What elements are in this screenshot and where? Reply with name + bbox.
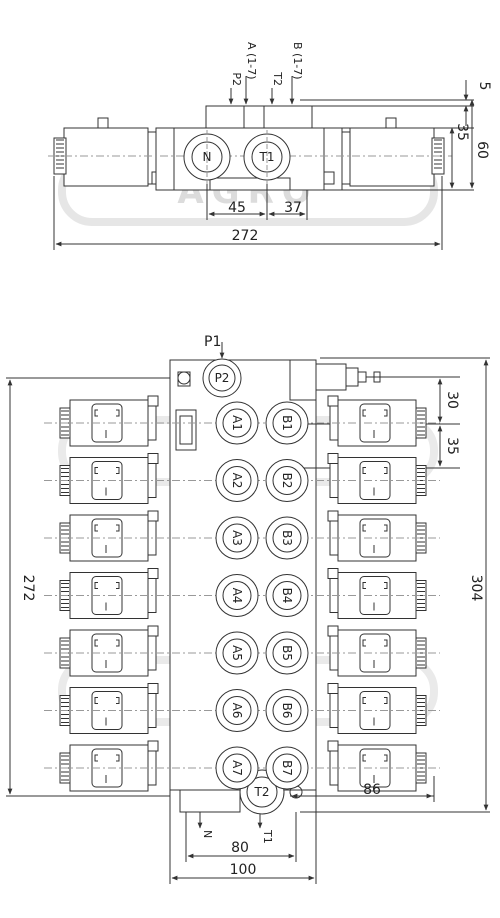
valve-section: A3 B3 [44,510,440,562]
port-a-label: A6 [230,703,244,719]
port-b: B2 [265,459,309,502]
label-t2-top: T2 [271,71,284,86]
port-b: B4 [265,574,309,617]
top-port-n: N [203,150,212,164]
dim-100: 100 [230,862,257,878]
dim-60: 60 [474,141,490,159]
port-b: B6 [265,689,309,732]
port-a: A6 [215,689,259,732]
port-b-label: B3 [280,530,294,546]
port-a-label: A3 [230,530,244,546]
port-b-label: B1 [280,415,294,431]
port-a: A7 [215,746,259,790]
dim-37: 37 [284,200,302,216]
dim-272-front: 272 [20,575,36,602]
label-a-top: A (1-7) [245,42,258,80]
dim-80: 80 [231,840,249,856]
front-port-t2: T2 [254,785,270,799]
port-b: B3 [265,516,309,560]
port-a-label: A4 [230,588,244,604]
port-b: B5 [265,631,309,675]
port-a-label: A2 [230,473,244,489]
valve-section: A4 B4 [44,568,440,619]
port-b-label: B5 [280,645,294,661]
dim-304: 304 [468,575,484,602]
valve-section: A6 B6 [44,683,440,734]
port-b-label: B2 [280,473,294,489]
dim-5: 5 [476,82,492,91]
port-b-label: B7 [280,760,294,776]
dim-86: 86 [363,782,381,798]
dim-272-top: 272 [232,228,259,244]
dim-35-front: 35 [444,437,460,455]
valve-section: A1 B1 [44,395,440,447]
label-b-top: B (1-7) [291,42,304,80]
port-a-label: A1 [230,415,244,431]
top-view-text: N T1 P2 A (1-7) T2 B (1-7) 5 35 60 45 37… [203,42,492,244]
port-a: A4 [215,574,259,617]
port-a: A3 [215,516,259,560]
valve-section: A7 B7 [44,740,440,792]
valve-section: A2 B2 [44,453,440,504]
dim-35-top: 35 [454,123,470,141]
port-b: B7 [265,746,309,790]
port-a: A1 [215,401,259,445]
front-port-p2: P2 [215,371,230,385]
label-n-front: N [201,830,214,838]
port-a: A5 [215,631,259,675]
front-view-text: P2 T2 P1 N T1 30 35 304 272 86 80 100 [20,334,484,878]
port-b: B1 [265,401,309,445]
port-a: A2 [215,459,259,502]
dim-45: 45 [228,200,246,216]
port-a-label: A7 [230,760,244,776]
top-view [48,76,475,250]
label-p1: P1 [204,334,221,350]
top-port-t1: T1 [259,150,275,164]
dim-30: 30 [444,391,460,409]
label-t1-front: T1 [261,829,274,844]
port-b-label: B4 [280,588,294,604]
valve-section: A5 B5 [44,625,440,677]
port-b-label: B6 [280,703,294,719]
label-p2-top: P2 [230,72,243,86]
port-a-label: A5 [230,645,244,661]
